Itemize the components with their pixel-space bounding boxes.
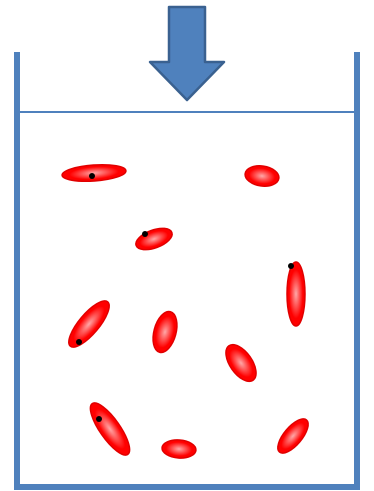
particle-dot [76,339,82,345]
particle [287,262,305,326]
particle-group [62,163,314,460]
particle [62,163,127,183]
particle [161,439,196,459]
particle [133,224,175,254]
particle-dot [96,416,102,422]
down-arrow-icon [150,7,224,100]
particle [220,339,262,386]
particle [273,414,314,458]
particle-dot [89,173,95,179]
particle [244,164,280,189]
particle [84,398,136,460]
particle-dot [142,231,148,237]
particle-dot [288,263,294,269]
particle [63,295,116,352]
particle [149,309,181,355]
